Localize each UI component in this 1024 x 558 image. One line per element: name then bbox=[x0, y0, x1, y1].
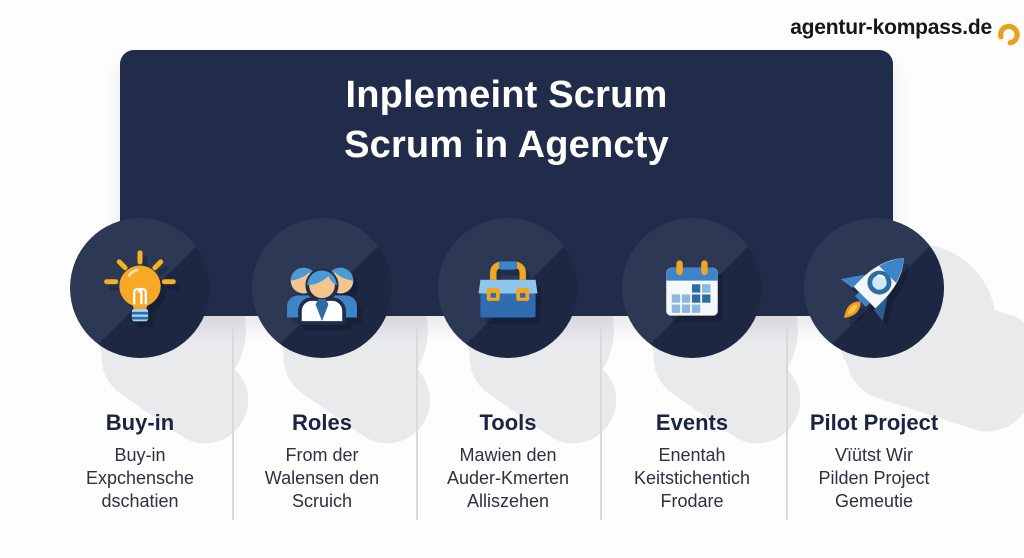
team-icon bbox=[287, 267, 357, 325]
step-tools: Tools Mawien den Auder-Kmerten Alliszehe… bbox=[418, 0, 598, 558]
swirl-icon bbox=[992, 17, 1024, 54]
step-subtitle: From der Walensen den Scruich bbox=[264, 445, 380, 511]
page-title-line2: Scrum in Agencty bbox=[344, 124, 669, 166]
toolbox-icon bbox=[478, 261, 538, 318]
step-title: Tools bbox=[479, 410, 537, 435]
step-icon-circle bbox=[622, 218, 762, 358]
brand-logo: agentur-kompass.de bbox=[790, 16, 1020, 46]
step-icon-circle bbox=[804, 218, 944, 358]
step-buy-in: Buy-in Buy-in Expchensche dschatien bbox=[50, 0, 230, 558]
step-pilot-project: Pilot Project Vïütst Wir Pilden Project … bbox=[784, 0, 964, 558]
page-title-line1: Inplemeint Scrum bbox=[345, 74, 668, 116]
step-roles: Roles From der Walensen den Scruich bbox=[232, 0, 412, 558]
step-subtitle: Vïütst Wir Pilden Project Gemeutie bbox=[818, 445, 930, 511]
step-icon-circle bbox=[438, 218, 578, 358]
step-subtitle: Mawien den Auder-Kmerten Alliszehen bbox=[446, 445, 570, 511]
column-divider bbox=[600, 328, 602, 520]
step-icon-circle bbox=[70, 218, 210, 358]
rocket-icon bbox=[840, 258, 904, 322]
step-title: Roles bbox=[292, 410, 352, 435]
column-divider bbox=[786, 328, 788, 520]
column-divider bbox=[416, 328, 418, 520]
lightbulb-icon bbox=[104, 250, 176, 322]
step-subtitle: Enentah Keitstichentich Frodare bbox=[633, 445, 751, 511]
step-events: Events Enentah Keitstichentich Frodare bbox=[602, 0, 782, 558]
step-subtitle: Buy-in Expchensche dschatien bbox=[85, 445, 195, 511]
step-title: Buy-in bbox=[105, 410, 175, 435]
step-title: Events bbox=[655, 410, 729, 435]
step-icon-circle bbox=[252, 218, 392, 358]
calendar-icon bbox=[666, 260, 718, 316]
column-divider bbox=[232, 328, 234, 520]
brand-logo-text: agentur-kompass.de bbox=[790, 16, 992, 39]
step-title: Pilot Project bbox=[809, 410, 939, 435]
page-title: Inplemeint Scrum Scrum in Agencty bbox=[120, 70, 893, 170]
